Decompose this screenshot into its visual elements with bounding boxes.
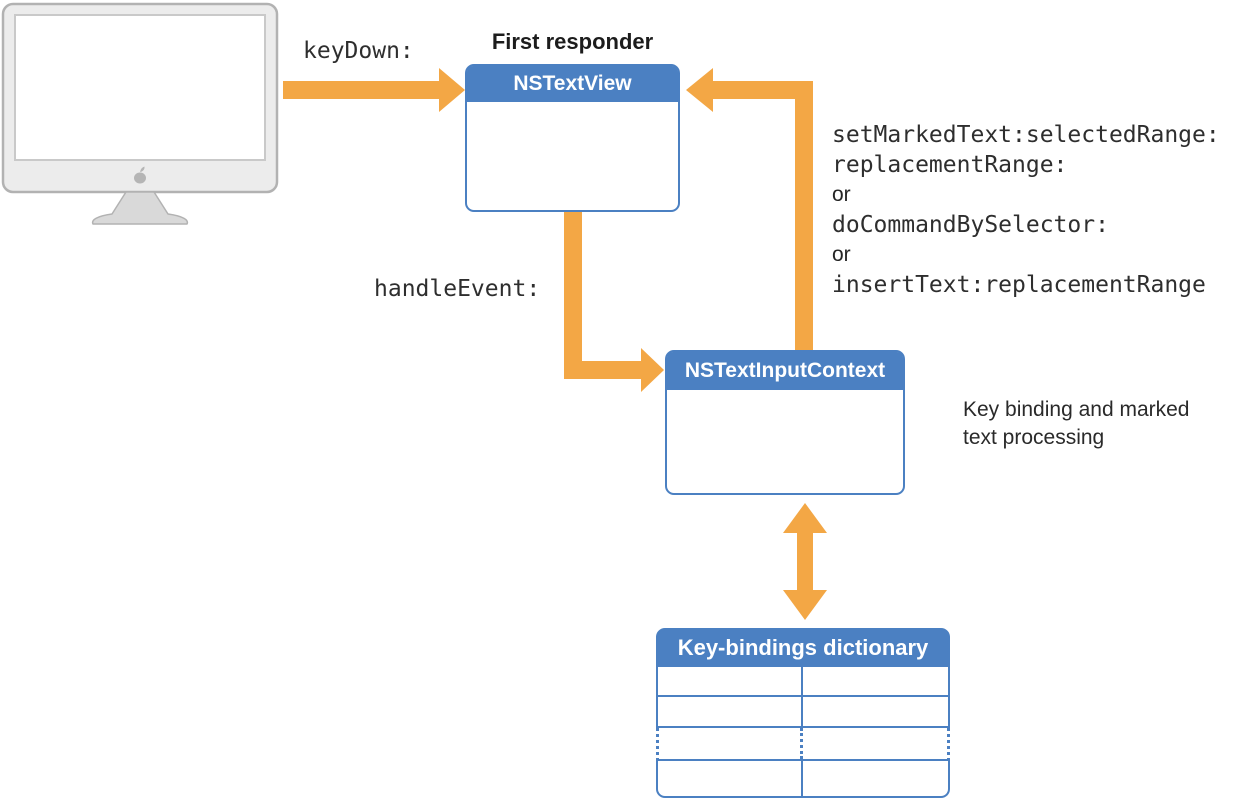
table-cell — [803, 697, 948, 726]
nstextview-title: NSTextView — [467, 66, 678, 102]
dictionary-lookup-arrow-icon — [783, 503, 827, 620]
callback-arrow-icon — [686, 68, 813, 350]
key-bindings-dictionary-title: Key-bindings dictionary — [656, 628, 950, 667]
table-row-ellipsis — [656, 728, 950, 761]
table-cell — [803, 761, 948, 796]
first-responder-label: First responder — [491, 29, 654, 54]
table-row — [656, 761, 950, 798]
nstextinputcontext-title: NSTextInputContext — [667, 352, 903, 390]
apple-logo-icon — [134, 166, 146, 184]
handle-event-arrow-icon — [564, 212, 664, 392]
callback-line: insertText:replacementRange — [832, 272, 1206, 298]
context-annotation-line: text processing — [963, 426, 1105, 449]
callback-line: replacementRange: — [832, 152, 1068, 178]
keydown-label: keyDown: — [303, 38, 414, 64]
table-row — [656, 697, 950, 728]
key-bindings-dictionary-node: Key-bindings dictionary — [656, 628, 950, 798]
table-cell — [658, 761, 803, 796]
callback-line: or — [832, 183, 851, 206]
callback-method-labels: setMarkedText:selectedRange: replacement… — [832, 120, 1220, 300]
callback-line: doCommandBySelector: — [832, 212, 1109, 238]
callback-line: setMarkedText:selectedRange: — [832, 122, 1220, 148]
table-cell — [803, 667, 948, 695]
table-cell — [659, 728, 803, 759]
callback-line: or — [832, 243, 851, 266]
context-annotation: Key binding and marked text processing — [963, 396, 1189, 452]
table-row — [656, 667, 950, 697]
mac-display-icon — [1, 2, 279, 225]
table-cell — [658, 697, 803, 726]
table-cell — [658, 667, 803, 695]
context-annotation-line: Key binding and marked — [963, 398, 1190, 421]
nstextinputcontext-node: NSTextInputContext — [665, 350, 905, 495]
handle-event-label: handleEvent: — [374, 276, 541, 302]
table-cell — [803, 728, 947, 759]
keydown-arrow-icon — [283, 68, 465, 112]
nstextview-node: NSTextView — [465, 64, 680, 212]
